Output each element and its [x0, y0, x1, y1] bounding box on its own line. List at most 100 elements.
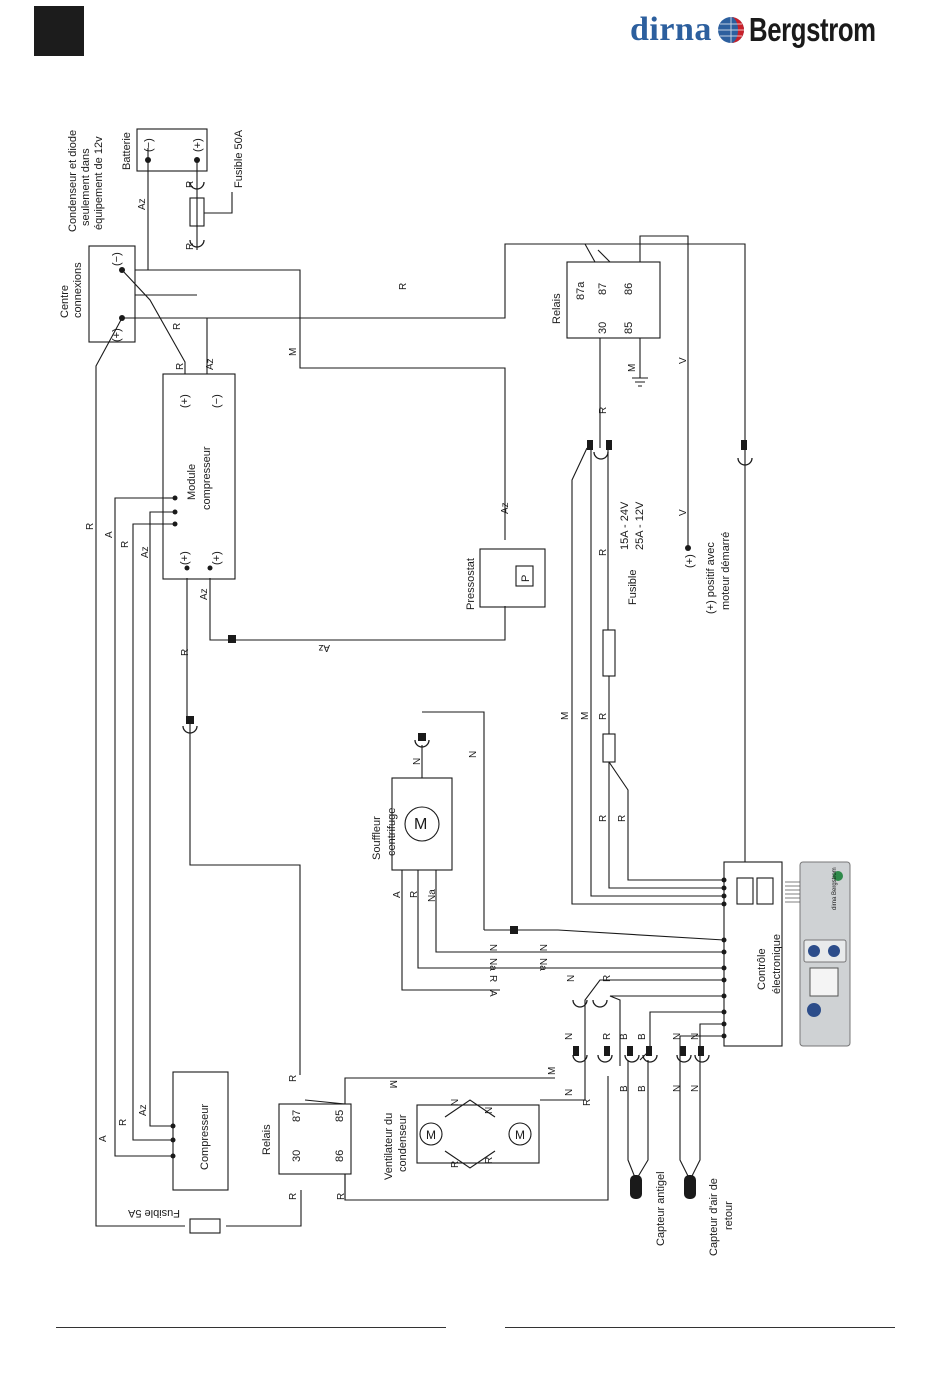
label-relais-bottom: Relais — [261, 1124, 273, 1155]
brand-logo: dirna Bergstrom — [630, 10, 911, 50]
wire-label-r-20: R — [288, 1193, 299, 1200]
control-fuse-icon — [602, 629, 616, 677]
wire-label-n-7: N — [672, 1033, 683, 1040]
brand-name-bergstrom: Bergstrom — [748, 11, 876, 48]
compressor-module-box — [162, 373, 236, 580]
panel-power-button-icon — [833, 871, 843, 881]
blower-motor-m: M — [414, 816, 427, 833]
wire-label-b-1: B — [619, 1033, 630, 1040]
wire-label-a-3: A — [487, 990, 498, 997]
blower-motor-icon — [404, 806, 440, 842]
battery-minus: (−) — [143, 138, 155, 152]
wire-label-r-19: R — [288, 1075, 299, 1082]
wire-label-m-2: M — [627, 364, 638, 372]
condenser-fan-motor-2-icon — [508, 1122, 532, 1146]
label-batterie: Batterie — [121, 132, 133, 170]
panel-button-up-icon — [828, 945, 840, 957]
wire-label-r-2: R — [185, 243, 196, 250]
pressure-p-box — [515, 565, 534, 587]
label-souffleur-2: centrifuge — [386, 808, 398, 856]
wire-label-n-2: N — [468, 751, 479, 758]
junction-dots — [119, 157, 747, 1199]
page-corner-tab — [34, 6, 84, 56]
label-module-2: compresseur — [201, 446, 213, 510]
wire-label-az-2: Az — [205, 358, 216, 370]
footer-rule-left — [56, 1327, 446, 1328]
wire-label-r-3: R — [172, 323, 183, 330]
connection-centre-box — [88, 245, 136, 343]
label-positif-1: (+) — [684, 554, 696, 568]
pressure-p: P — [520, 575, 532, 582]
wire-label-r-7: R — [598, 549, 609, 556]
module-minus-top: (−) — [211, 394, 223, 408]
relay-87a: 87a — [575, 281, 587, 300]
wire-label-n-10: N — [690, 1085, 701, 1092]
label-ventilateur-2: condenseur — [397, 1114, 409, 1172]
label-fusible-50a: Fusible 50A — [233, 129, 245, 188]
wire-label-az-7: Az — [138, 1104, 149, 1116]
wire-label-a-2: A — [392, 891, 403, 898]
module-plus-bottom-1: (+) — [179, 551, 191, 565]
wire-label-n-4: N — [537, 944, 548, 951]
bottom-relay-85: 85 — [334, 1110, 346, 1122]
wire-label-r-15: R — [487, 975, 498, 982]
panel-brand-text: dirna Bergstrom — [832, 867, 838, 910]
wire-label-n-11: N — [564, 1089, 575, 1096]
label-fuse-15a: 15A - 24V — [619, 501, 631, 550]
label-module-1: Module — [186, 464, 198, 500]
wire-label-v-1: V — [678, 357, 689, 364]
wire-label-r-23: R — [450, 1161, 461, 1168]
wire-label-az-6: Az — [318, 642, 330, 653]
brand-name-dirna: dirna — [630, 11, 712, 48]
centre-plus: (+) — [111, 328, 123, 342]
wire-label-r-1: R — [185, 181, 196, 188]
wire-label-m-5: M — [547, 1067, 558, 1075]
label-compresseur: Compresseur — [199, 1104, 211, 1170]
top-relay-box — [566, 261, 661, 339]
compressor-box — [172, 1071, 229, 1191]
condenser-fan-motor-1-icon — [419, 1122, 443, 1146]
wire-label-m-3: M — [560, 712, 571, 720]
wire-label-na-1: Na — [427, 889, 438, 902]
centre-minus: (−) — [111, 252, 123, 266]
label-pressostat: Pressostat — [465, 558, 477, 610]
label-relais-top: Relais — [551, 293, 563, 324]
label-ventilateur-1: Ventilateur du — [383, 1113, 395, 1180]
wire-label-b-4: B — [637, 1085, 648, 1092]
wire-label-az-4: Az — [140, 546, 151, 558]
label-controle-2: électronique — [771, 934, 783, 994]
wire-label-a-4: A — [98, 1135, 109, 1142]
wire-label-r-5: R — [398, 283, 409, 290]
wire-label-r-4: R — [175, 363, 186, 370]
wire-label-r-17: R — [602, 1033, 613, 1040]
wire-label-r-9: R — [120, 541, 131, 548]
relay-30: 30 — [597, 322, 609, 334]
label-condenser-diode-1: Condenseur et diode — [67, 130, 79, 232]
wire-label-r-18: R — [582, 1099, 593, 1106]
wire-label-b-2: B — [637, 1033, 648, 1040]
wire-label-a-1: A — [104, 531, 115, 538]
battery-plus: (+) — [192, 138, 204, 152]
label-condenser-diode-2: seulement dans — [80, 148, 92, 226]
fan-motor-2-m: M — [515, 1128, 525, 1142]
label-souffleur-1: Souffleur — [371, 816, 383, 860]
wire-label-n-5: N — [566, 975, 577, 982]
relay-85: 85 — [623, 322, 635, 334]
wire-label-n-13: N — [484, 1107, 495, 1114]
wire-label-n-3: N — [487, 944, 498, 951]
bottom-relay-box — [278, 1103, 352, 1175]
control-resistor-icon — [602, 733, 616, 763]
bottom-relay-87: 87 — [291, 1110, 303, 1122]
panel-fan-button-icon — [807, 1003, 821, 1017]
wire-label-r-6: R — [598, 407, 609, 414]
module-plus-bottom-2: (+) — [211, 551, 223, 565]
wire-label-n-8: N — [690, 1033, 701, 1040]
battery-box — [136, 128, 208, 172]
label-controle-1: Contrôle — [756, 948, 768, 990]
wire-label-az-5: Az — [199, 588, 210, 600]
label-centre-2: connexions — [72, 262, 84, 318]
wire-label-n-1: N — [412, 758, 423, 765]
wire-label-r-14: R — [409, 891, 420, 898]
relay-87: 87 — [597, 283, 609, 295]
